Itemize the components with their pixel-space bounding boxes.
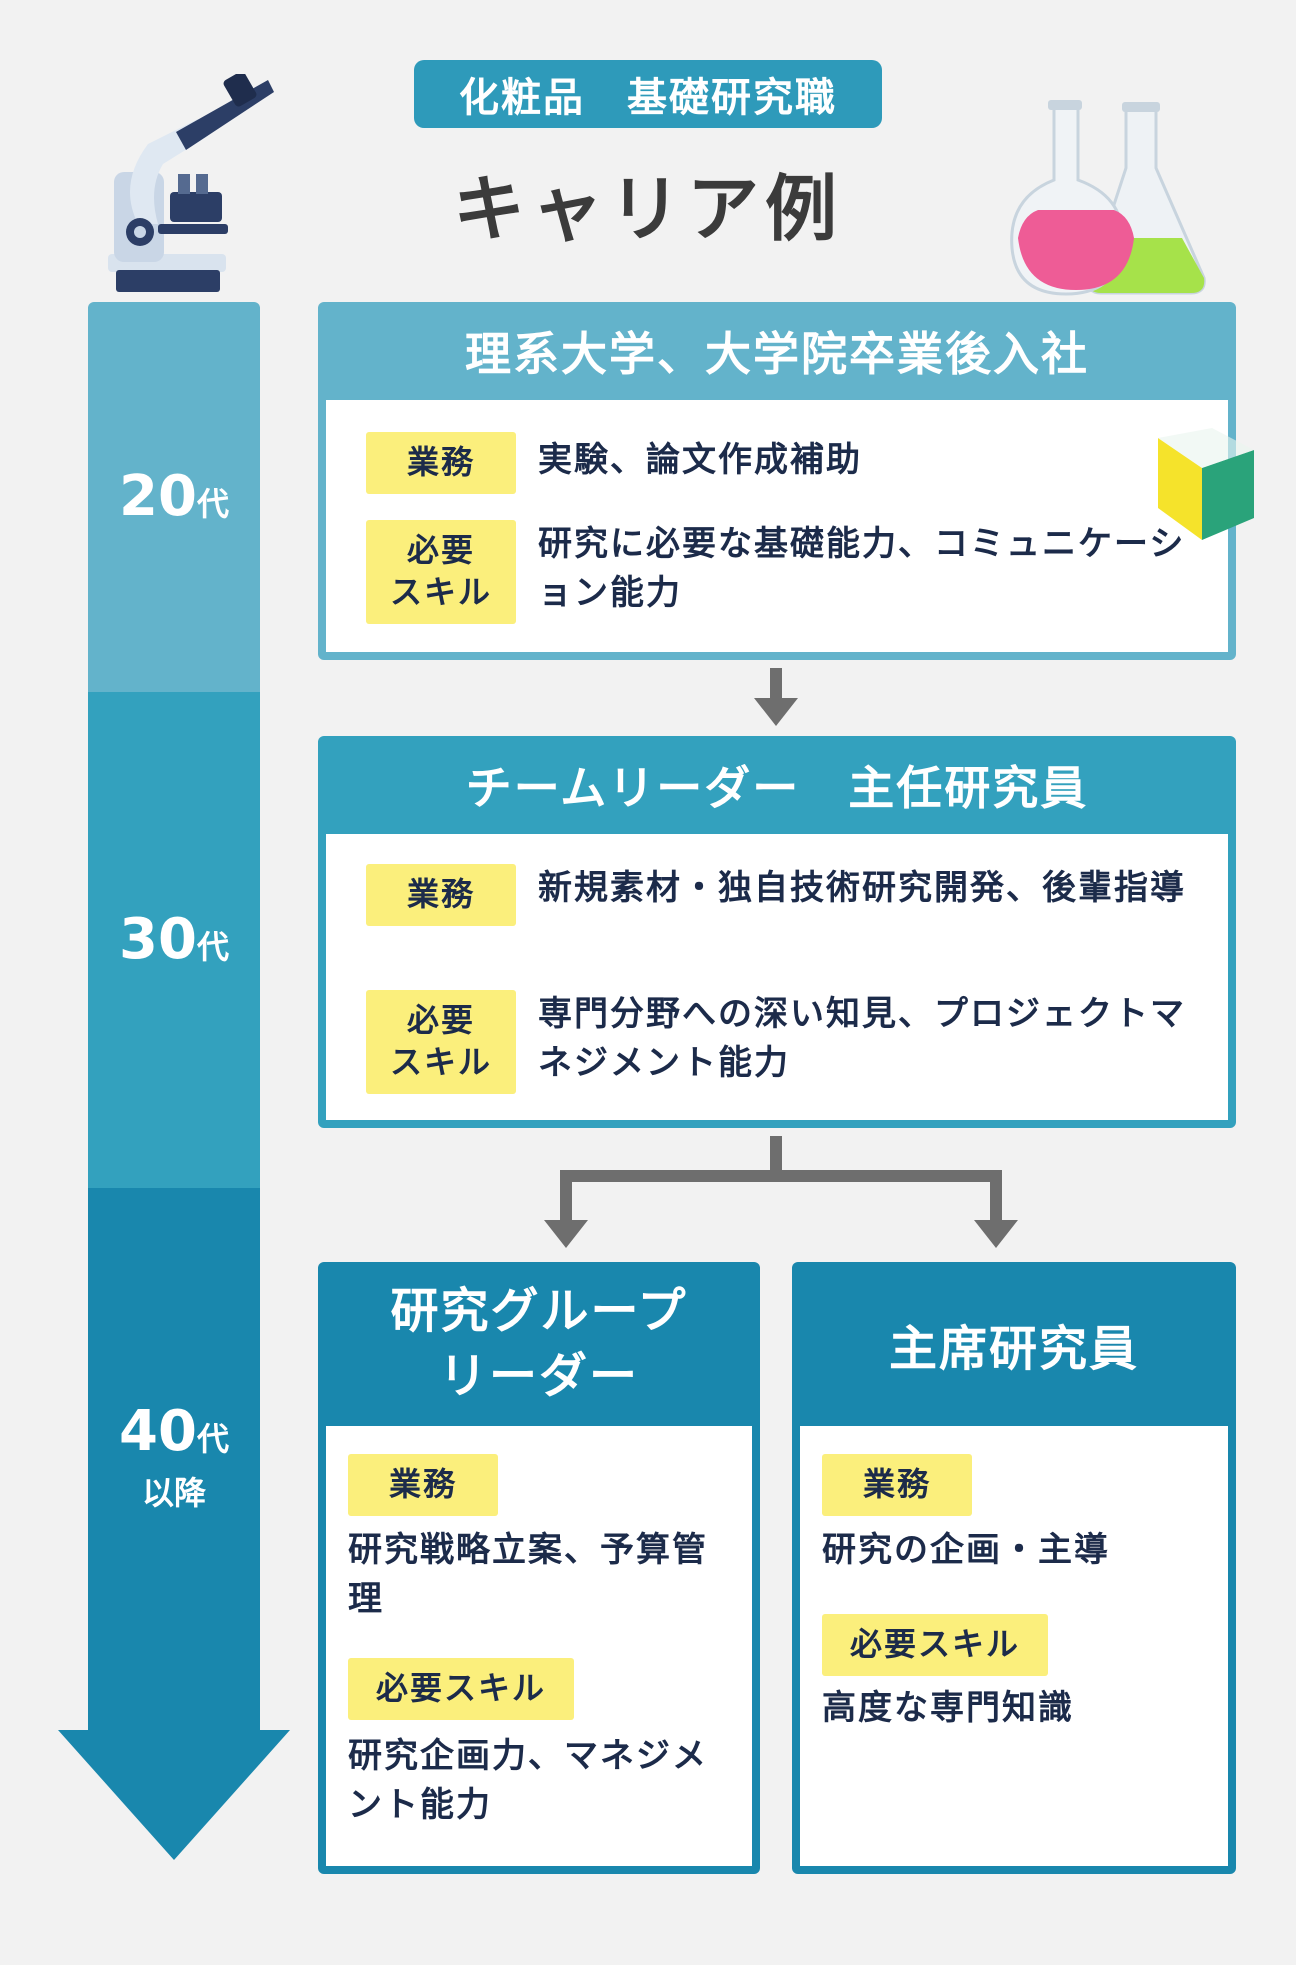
skill-label: 必要スキル (366, 520, 516, 624)
duty-text: 研究の企画・主導 (822, 1530, 1110, 1570)
timeline-stage-30s: 30代 (88, 692, 260, 1188)
card-title: チームリーダー 主任研究員 (465, 761, 1089, 815)
duty-label: 業務 (366, 864, 516, 926)
card-title: 理系大学、大学院卒業後入社 (465, 327, 1089, 381)
skill-text: 研究企画力、マネジメント能力 (348, 1736, 708, 1826)
duty-text: 実験、論文作成補助 (538, 440, 862, 480)
age-sublabel: 以降 (141, 1474, 206, 1512)
duty-text: 新規素材・独自技術研究開発、後輩指導 (538, 868, 1186, 908)
duty-label: 業務 (822, 1454, 972, 1516)
duty-text: 研究戦略立案、予算管理 (348, 1530, 708, 1620)
card-body: 業務 研究戦略立案、予算管理 必要スキル 研究企画力、マネジメント能力 (326, 1426, 752, 1866)
age-label: 20代 (119, 464, 229, 529)
duty-label: 業務 (348, 1454, 498, 1516)
age-label: 30代 (119, 907, 229, 972)
career-card-group-leader: 研究グループ リーダー 業務 研究戦略立案、予算管理 必要スキル 研究企画力、マ… (318, 1262, 760, 1874)
skill-label: 必要スキル (822, 1614, 1048, 1676)
skill-text: 専門分野への深い知見、プロジェクトマネジメント能力 (538, 994, 1186, 1084)
career-card-team-leader: チームリーダー 主任研究員 業務 新規素材・独自技術研究開発、後輩指導 必要スキ… (318, 736, 1236, 1128)
microscope-icon (108, 74, 274, 292)
skill-label: 必要スキル (366, 990, 516, 1094)
skill-text: 研究に必要な基礎能力、コミュニケーション能力 (538, 524, 1186, 614)
beginner-mark-icon (1158, 428, 1254, 540)
card-title: 研究グループ リーダー (390, 1283, 688, 1404)
duty-label: 業務 (366, 432, 516, 494)
category-tag: 化粧品 基礎研究職 (414, 60, 882, 128)
flask-icon (1010, 100, 1206, 296)
card-body: 業務 実験、論文作成補助 必要スキル 研究に必要な基礎能力、コミュニケーション能… (326, 400, 1228, 652)
career-card-chief-researcher: 主席研究員 業務 研究の企画・主導 必要スキル 高度な専門知識 (792, 1262, 1236, 1874)
arrow-down-icon (754, 668, 798, 726)
skill-text: 高度な専門知識 (822, 1688, 1074, 1728)
card-body: 業務 新規素材・独自技術研究開発、後輩指導 必要スキル 専門分野への深い知見、プ… (326, 834, 1228, 1120)
timeline-arrowhead (58, 1730, 290, 1860)
timeline-stage-20s: 20代 (88, 302, 260, 692)
age-label: 40代 (119, 1399, 229, 1464)
skill-label: 必要スキル (348, 1658, 574, 1720)
career-card-entry: 理系大学、大学院卒業後入社 業務 実験、論文作成補助 必要スキル 研究に必要な基… (318, 302, 1236, 660)
branch-arrow-icon (544, 1136, 1018, 1248)
page-title: キャリア例 (452, 167, 843, 251)
card-title: 主席研究員 (888, 1321, 1139, 1377)
card-body: 業務 研究の企画・主導 必要スキル 高度な専門知識 (800, 1426, 1228, 1866)
timeline-stage-40s: 40代 以降 (88, 1188, 260, 1730)
